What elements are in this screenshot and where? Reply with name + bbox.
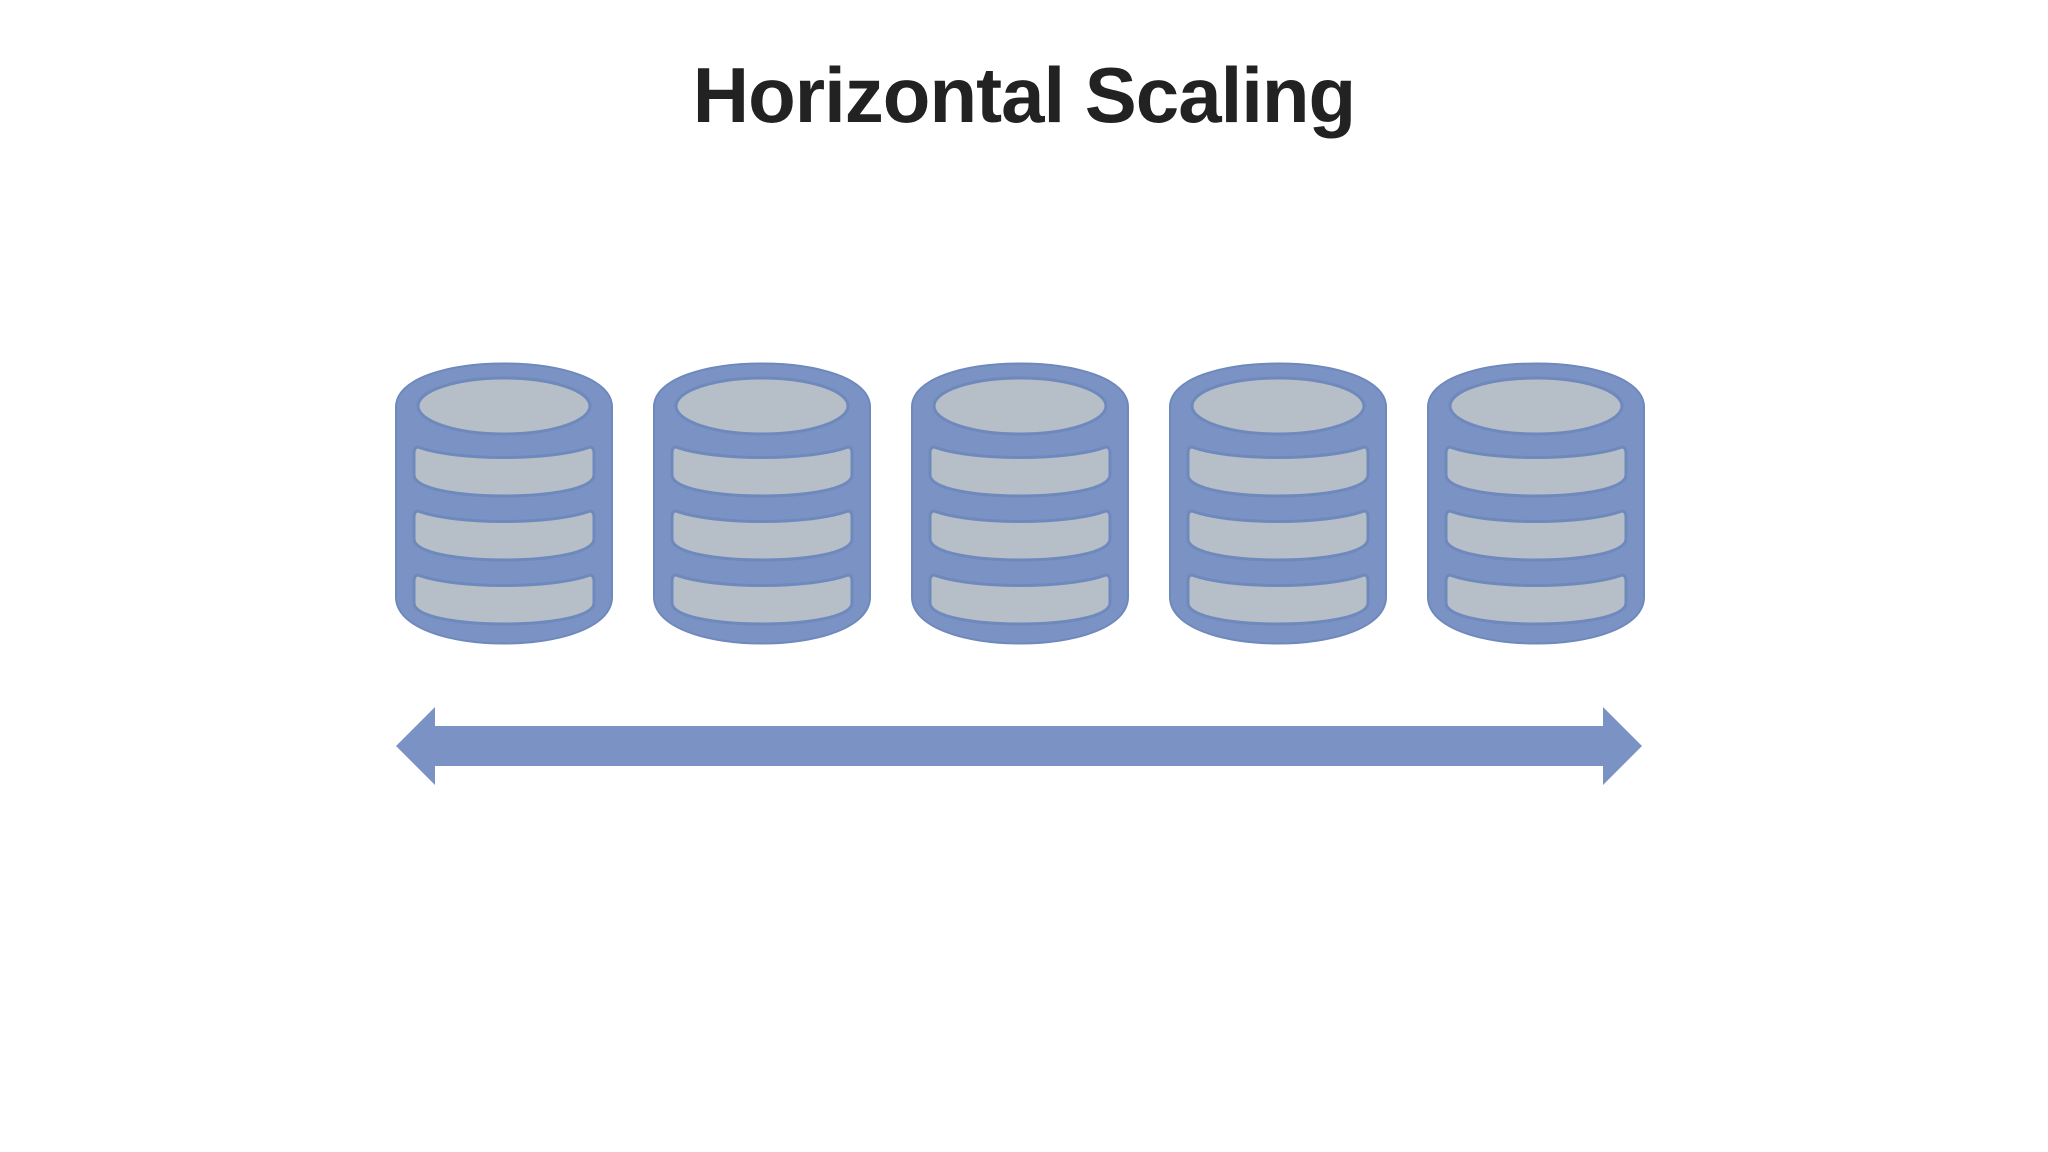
- database-icon: [1426, 362, 1646, 645]
- database-icon: [652, 362, 872, 645]
- database-icon: [910, 362, 1130, 645]
- database-icon: [1168, 362, 1388, 645]
- slide-title: Horizontal Scaling: [692, 51, 1356, 139]
- database-icon: [394, 362, 614, 645]
- database-row: [394, 362, 1646, 645]
- double-headed-arrow-icon: [396, 707, 1642, 785]
